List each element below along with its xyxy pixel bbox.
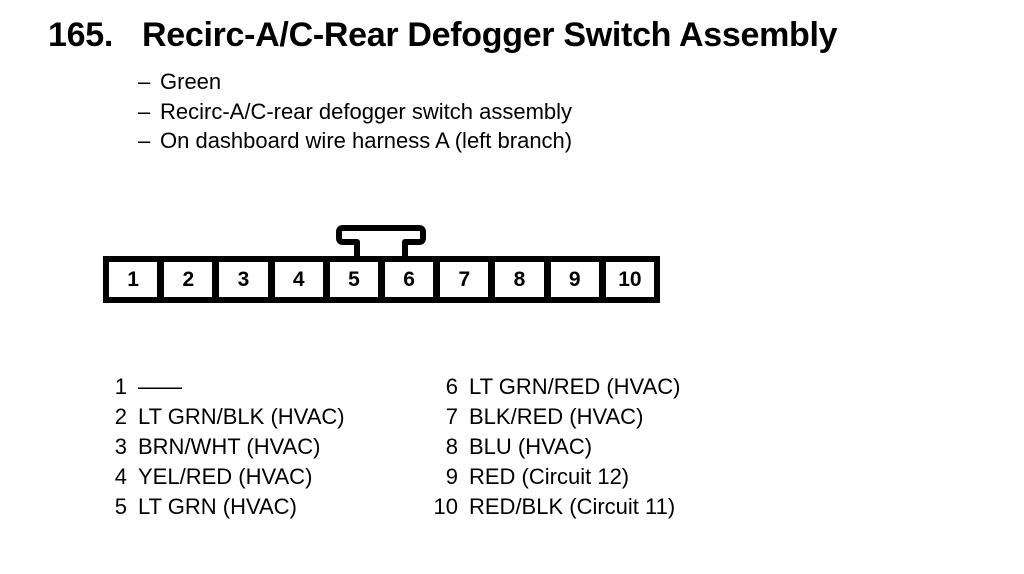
detail-text: Green [160,69,222,94]
connector-pin-cavity-4: 4 [274,262,323,297]
wire-label: BRN/WHT (HVAC) [138,434,321,459]
pin-number: 2 [114,404,127,429]
wire-label: LT GRN (HVAC) [138,494,297,519]
wire-label: LT GRN/RED (HVAC) [469,374,681,399]
pin-number: 10 [433,494,458,519]
detail-text: Recirc-A/C-rear defogger switch assembly [160,98,573,124]
connector-pin-cavity-3: 3 [219,262,268,297]
connector-tab-icon [336,225,426,256]
page-title: 165. Recirc-A/C-Rear Defogger Switch Ass… [48,15,838,55]
detail-text: On dashboard wire harness A (left branch… [160,128,573,153]
pin-number: 9 [445,464,458,489]
wire-label: BLU (HVAC) [469,434,593,459]
pinout-table-left: 1 —— 2 LT GRN/BLK (HVAC) 3 BRN/WHT (HVAC… [103,372,345,522]
connector-pin-cavity-9: 9 [550,262,599,297]
bullet-dash: – [138,128,151,153]
connector-pin-cavity-7: 7 [440,262,489,297]
connector-pin-cavity-6: 6 [385,262,434,297]
connector-pin-cavity-10: 10 [605,262,655,297]
wire-label: RED/BLK (Circuit 11) [469,494,676,519]
wire-label: RED (Circuit 12) [469,464,630,489]
pinout-table-right: 6 LT GRN/RED (HVAC) 7 BLK/RED (HVAC) 8 B… [430,372,681,522]
pin-number: 7 [445,404,458,429]
pin-number: 6 [445,374,458,399]
wire-label: LT GRN/BLK (HVAC) [138,404,345,429]
pin-number: 1 [114,374,127,399]
bullet-dash: – [138,98,151,124]
connector-pin-cavity-2: 2 [164,262,213,297]
connector-diagram: 1 2 3 4 5 6 7 8 9 10 [103,256,660,303]
detail-list: – Green – Recirc-A/C-rear defogger switc… [138,67,572,156]
connector-pin-cavity-1: 1 [109,262,158,297]
detail-item-location: – On dashboard wire harness A (left bran… [138,126,572,156]
wire-label: BLK/RED (HVAC) [469,404,644,429]
pin-number: 8 [445,434,458,459]
item-title: Recirc-A/C-Rear Defogger Switch Assembly [142,16,838,54]
detail-item-description: – Recirc-A/C-rear defogger switch assemb… [138,97,572,127]
bullet-dash: – [138,69,151,94]
pin-number: 4 [114,464,127,489]
wire-label: YEL/RED (HVAC) [138,464,313,489]
detail-item-color: – Green [138,67,572,97]
wire-label: —— [138,374,182,399]
item-number: 165. [48,16,113,54]
pin-number: 3 [114,434,127,459]
pin-number: 5 [114,494,127,519]
connector-pin-cavity-5: 5 [329,262,379,297]
connector-pin-cavity-8: 8 [495,262,544,297]
